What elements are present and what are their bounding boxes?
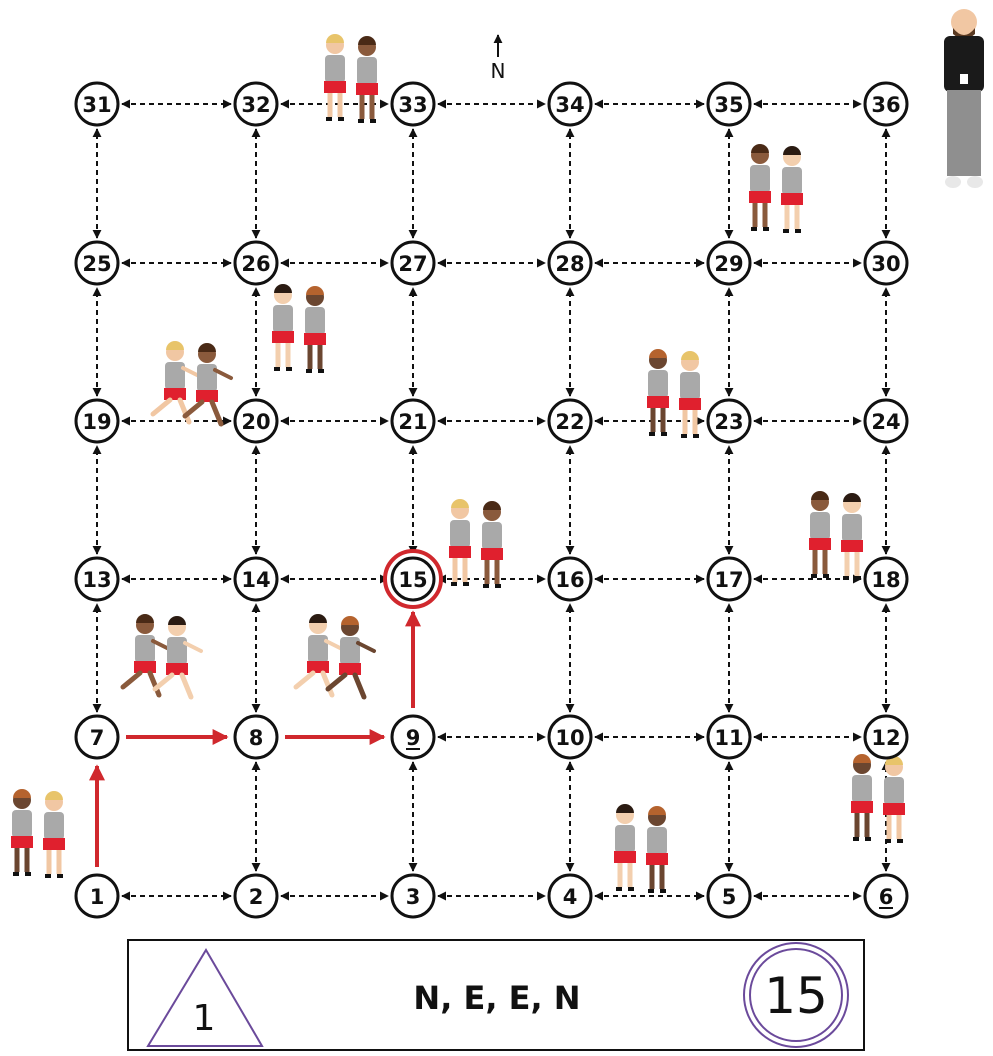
running-children-figure <box>153 341 231 424</box>
checkpoint-label: 6 <box>879 885 894 909</box>
checkpoint-1: 1 <box>76 875 118 917</box>
checkpoint-label: 4 <box>563 885 578 909</box>
finish-label: 15 <box>764 967 828 1025</box>
checkpoint-label: 34 <box>555 93 584 117</box>
checkpoint-31: 31 <box>76 83 118 125</box>
checkpoint-10: 10 <box>549 716 591 758</box>
checkpoint-label: 31 <box>82 93 111 117</box>
figures <box>11 9 984 893</box>
checkpoint-label: 25 <box>82 252 111 276</box>
standing-children-figure <box>272 284 326 373</box>
checkpoint-label: 33 <box>398 93 427 117</box>
checkpoint-19: 19 <box>76 400 118 442</box>
checkpoint-34: 34 <box>549 83 591 125</box>
checkpoint-label: 24 <box>871 410 900 434</box>
checkpoint-label: 7 <box>90 726 105 750</box>
checkpoint-label: 19 <box>82 410 111 434</box>
checkpoint-35: 35 <box>708 83 750 125</box>
checkpoint-label: 21 <box>398 410 427 434</box>
checkpoint-9: 9 <box>392 716 434 758</box>
checkpoint-label: 28 <box>555 252 584 276</box>
checkpoint-label: 30 <box>871 252 900 276</box>
checkpoint-17: 17 <box>708 558 750 600</box>
checkpoint-15: 15 <box>385 551 441 607</box>
checkpoint-29: 29 <box>708 242 750 284</box>
checkpoint-label: 9 <box>406 726 421 750</box>
checkpoint-23: 23 <box>708 400 750 442</box>
checkpoint-32: 32 <box>235 83 277 125</box>
checkpoint-label: 13 <box>82 568 111 592</box>
checkpoint-label: 11 <box>714 726 743 750</box>
checkpoint-12: 12 <box>865 716 907 758</box>
checkpoint-label: 5 <box>722 885 737 909</box>
checkpoint-label: 14 <box>241 568 270 592</box>
checkpoint-label: 27 <box>398 252 427 276</box>
route-card: 1 N, E, E, N 15 <box>128 940 864 1050</box>
checkpoint-7: 7 <box>76 716 118 758</box>
running-children-figure <box>296 614 374 697</box>
checkpoint-5: 5 <box>708 875 750 917</box>
checkpoint-label: 12 <box>871 726 900 750</box>
checkpoint-14: 14 <box>235 558 277 600</box>
north-label: N <box>491 59 506 83</box>
checkpoint-label: 16 <box>555 568 584 592</box>
checkpoint-6: 6 <box>865 875 907 917</box>
start-label: 1 <box>193 998 216 1039</box>
checkpoint-label: 18 <box>871 568 900 592</box>
checkpoint-label: 22 <box>555 410 584 434</box>
checkpoint-13: 13 <box>76 558 118 600</box>
checkpoint-26: 26 <box>235 242 277 284</box>
checkpoint-label: 26 <box>241 252 270 276</box>
checkpoint-label: 3 <box>406 885 421 909</box>
teacher-figure <box>944 9 984 188</box>
checkpoint-2: 2 <box>235 875 277 917</box>
checkpoint-4: 4 <box>549 875 591 917</box>
standing-children-figure <box>11 789 65 878</box>
checkpoint-8: 8 <box>235 716 277 758</box>
standing-children-figure <box>449 499 503 588</box>
checkpoint-label: 2 <box>249 885 264 909</box>
checkpoint-label: 29 <box>714 252 743 276</box>
checkpoint-label: 10 <box>555 726 584 750</box>
checkpoint-label: 17 <box>714 568 743 592</box>
checkpoint-label: 32 <box>241 93 270 117</box>
checkpoint-3: 3 <box>392 875 434 917</box>
standing-children-figure <box>324 34 378 123</box>
checkpoint-16: 16 <box>549 558 591 600</box>
checkpoint-21: 21 <box>392 400 434 442</box>
checkpoint-36: 36 <box>865 83 907 125</box>
checkpoint-30: 30 <box>865 242 907 284</box>
checkpoint-22: 22 <box>549 400 591 442</box>
checkpoint-label: 20 <box>241 410 270 434</box>
checkpoint-label: 36 <box>871 93 900 117</box>
standing-children-figure <box>851 754 905 843</box>
checkpoint-25: 25 <box>76 242 118 284</box>
north-indicator: N <box>491 35 506 83</box>
checkpoint-label: 23 <box>714 410 743 434</box>
route-directions: N, E, E, N <box>413 979 580 1017</box>
checkpoint-20: 20 <box>235 400 277 442</box>
running-children-figure <box>123 614 201 697</box>
checkpoint-24: 24 <box>865 400 907 442</box>
checkpoint-label: 1 <box>90 885 105 909</box>
checkpoint-28: 28 <box>549 242 591 284</box>
grid-connections <box>97 104 886 896</box>
checkpoint-18: 18 <box>865 558 907 600</box>
checkpoint-label: 35 <box>714 93 743 117</box>
standing-children-figure <box>647 349 701 438</box>
checkpoint-label: 8 <box>249 726 264 750</box>
checkpoint-11: 11 <box>708 716 750 758</box>
checkpoint-33: 33 <box>392 83 434 125</box>
standing-children-figure <box>809 491 863 580</box>
checkpoint-27: 27 <box>392 242 434 284</box>
checkpoint-label: 15 <box>398 568 427 592</box>
standing-children-figure <box>749 144 803 233</box>
standing-children-figure <box>614 804 668 893</box>
